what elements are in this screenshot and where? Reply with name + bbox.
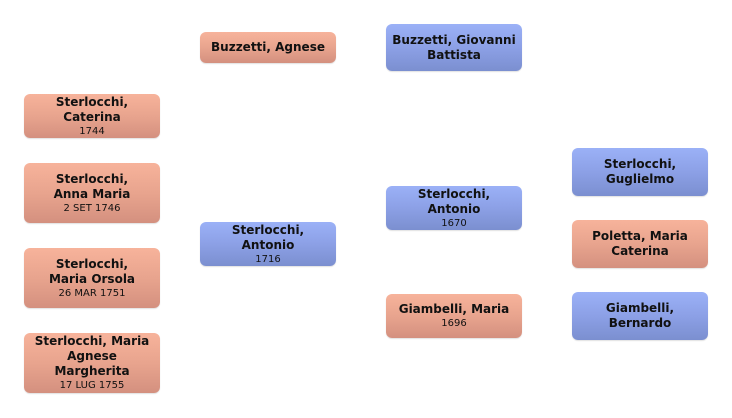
person-date: 17 LUG 1755 xyxy=(59,380,125,391)
person-name: Giambelli, Maria xyxy=(398,302,510,316)
person-card-sterlocchi-guglielmo[interactable]: Sterlocchi, Guglielmo xyxy=(572,148,708,196)
person-card-poletta-maria-caterina[interactable]: Poletta, Maria Caterina xyxy=(572,220,708,268)
person-card-sterlocchi-caterina[interactable]: Sterlocchi, Caterina 1744 xyxy=(24,94,160,138)
person-name: Sterlocchi, Antonio xyxy=(231,222,305,252)
person-date: 1696 xyxy=(441,318,467,329)
person-card-sterlocchi-maria-orsola[interactable]: Sterlocchi, Maria Orsola 26 MAR 1751 xyxy=(24,248,160,308)
person-date: 26 MAR 1751 xyxy=(58,287,126,299)
person-name: Poletta, Maria Caterina xyxy=(592,229,688,258)
person-card-sterlocchi-maria-agnese-margherita[interactable]: Sterlocchi, Maria Agnese Margherita 17 L… xyxy=(24,333,160,393)
person-date: 1744 xyxy=(79,125,105,137)
person-name: Sterlocchi, Antonio xyxy=(417,186,491,216)
person-name: Sterlocchi, Anna Maria xyxy=(53,171,131,201)
person-date: 2 SET 1746 xyxy=(63,202,121,214)
person-name: Sterlocchi, Caterina xyxy=(55,94,129,124)
person-date: 1716 xyxy=(255,253,281,265)
person-name: Buzzetti, Giovanni Battista xyxy=(392,32,516,62)
person-card-giambelli-bernardo[interactable]: Giambelli, Bernardo xyxy=(572,292,708,340)
person-name: Buzzetti, Agnese xyxy=(211,40,325,54)
person-name: Sterlocchi, Maria Orsola xyxy=(48,256,136,286)
person-card-giambelli-maria[interactable]: Giambelli, Maria 1696 xyxy=(386,294,522,338)
person-card-buzzetti-agnese[interactable]: Buzzetti, Agnese xyxy=(200,32,336,63)
person-name: Giambelli, Bernardo xyxy=(605,301,675,330)
person-name: Sterlocchi, Guglielmo xyxy=(603,157,677,186)
person-date: 1670 xyxy=(441,217,467,229)
person-card-sterlocchi-anna-maria[interactable]: Sterlocchi, Anna Maria 2 SET 1746 xyxy=(24,163,160,223)
person-card-sterlocchi-antonio-1670[interactable]: Sterlocchi, Antonio 1670 xyxy=(386,186,522,230)
person-name: Sterlocchi, Maria Agnese Margherita xyxy=(34,334,150,378)
person-card-sterlocchi-antonio-1716[interactable]: Sterlocchi, Antonio 1716 xyxy=(200,222,336,266)
person-card-buzzetti-giovanni-battista[interactable]: Buzzetti, Giovanni Battista xyxy=(386,24,522,71)
